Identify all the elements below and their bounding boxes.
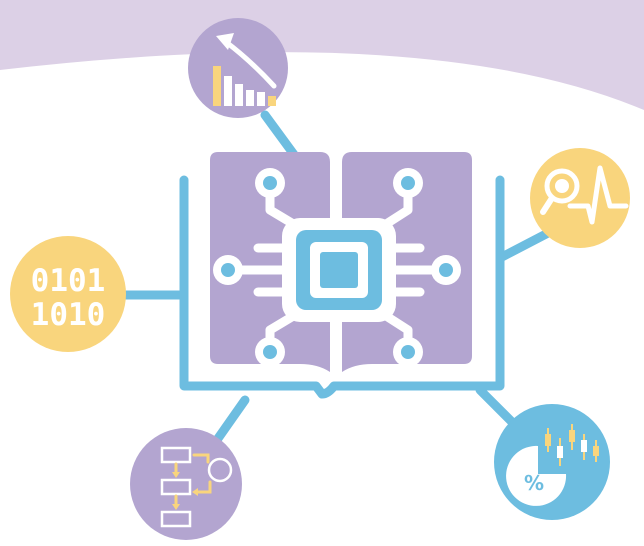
- binary-code-icon: 0101 1010: [10, 236, 126, 352]
- percent-symbol: %: [524, 471, 544, 495]
- circuit-book-icon: [179, 152, 505, 399]
- binary-row-2: 1010: [31, 297, 106, 333]
- top-band: [0, 0, 644, 110]
- flowchart-icon: [130, 428, 242, 540]
- pie-candlestick-icon: %: [494, 404, 610, 520]
- magnifier-signal-icon: [530, 148, 630, 248]
- binary-row-1: 0101: [31, 263, 106, 299]
- circuit-nodes: [213, 168, 461, 367]
- book-cover: [179, 175, 505, 399]
- chip-icon: [282, 218, 396, 322]
- connector-search: [495, 228, 553, 263]
- growth-chart-icon: [188, 18, 288, 118]
